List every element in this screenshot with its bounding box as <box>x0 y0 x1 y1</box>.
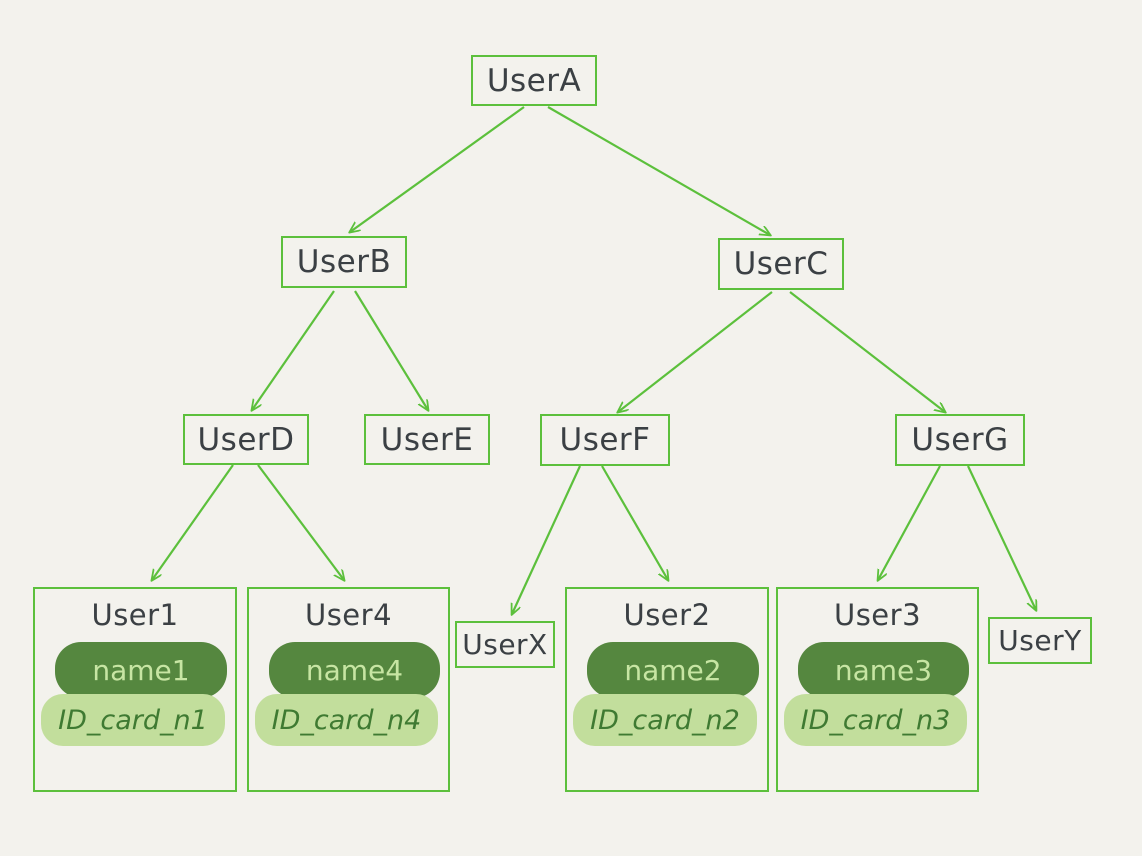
node-usery-label: UserY <box>998 624 1082 657</box>
card-user1-idcard: ID_card_n1 <box>41 694 225 746</box>
card-user1-title: User1 <box>91 598 179 632</box>
edge-userD-user1 <box>152 464 234 580</box>
node-usere[interactable]: UserE <box>364 414 490 465</box>
node-userg-label: UserG <box>911 422 1009 458</box>
card-user4-name: name4 <box>268 642 441 698</box>
edge-userC-userF <box>618 291 773 412</box>
edge-userB-userE <box>354 290 428 410</box>
card-user4-title: User4 <box>304 598 393 632</box>
node-userd[interactable]: UserD <box>183 414 309 465</box>
edge-userF-user2 <box>601 465 668 580</box>
edge-userC-userG <box>789 291 945 412</box>
node-userb[interactable]: UserB <box>281 236 407 288</box>
node-userx[interactable]: UserX <box>455 621 555 668</box>
card-user4[interactable]: User4 name4 ID_card_n4 <box>247 587 450 792</box>
card-user3[interactable]: User3 name3 ID_card_n3 <box>776 587 979 792</box>
edge-userD-user4 <box>257 464 344 580</box>
node-userb-label: UserB <box>296 244 392 280</box>
edge-userA-userB <box>350 106 525 232</box>
card-user2-name: name2 <box>587 642 759 698</box>
edge-userB-userD <box>252 290 335 410</box>
node-usery[interactable]: UserY <box>988 617 1092 664</box>
card-user2-title: User2 <box>623 598 711 632</box>
card-user3-idcard: ID_card_n3 <box>783 694 968 746</box>
node-userc-label: UserC <box>733 246 829 282</box>
node-userx-label: UserX <box>462 628 548 661</box>
node-usera[interactable]: UserA <box>471 55 597 106</box>
edge-userA-userC <box>547 106 770 235</box>
node-userd-label: UserD <box>197 421 295 458</box>
node-usere-label: UserE <box>380 421 474 458</box>
node-userg[interactable]: UserG <box>895 414 1025 466</box>
card-user2-idcard: ID_card_n2 <box>573 694 757 746</box>
node-userf[interactable]: UserF <box>540 414 670 466</box>
card-user3-title: User3 <box>833 598 922 632</box>
card-user3-name: name3 <box>797 642 970 698</box>
card-user1-name: name1 <box>55 642 227 698</box>
node-userc[interactable]: UserC <box>718 238 844 290</box>
card-user1[interactable]: User1 name1 ID_card_n1 <box>33 587 237 792</box>
card-user4-idcard: ID_card_n4 <box>254 694 439 746</box>
edge-userG-user3 <box>878 465 941 580</box>
node-userf-label: UserF <box>559 422 651 458</box>
card-user2[interactable]: User2 name2 ID_card_n2 <box>565 587 769 792</box>
node-usera-label: UserA <box>486 62 582 99</box>
